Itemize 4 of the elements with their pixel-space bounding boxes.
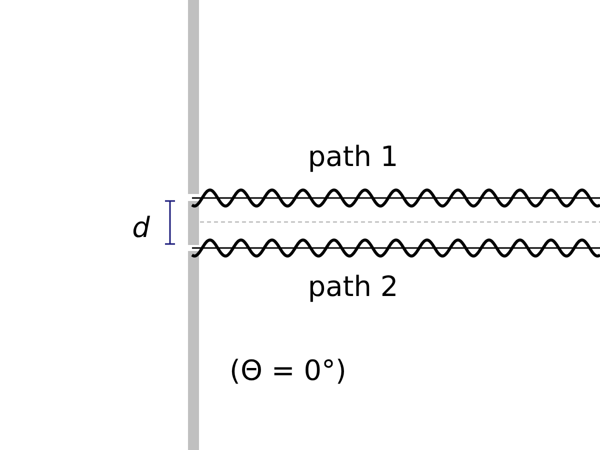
dimension-label: d bbox=[132, 214, 150, 242]
path-label: path 1 bbox=[308, 143, 398, 171]
path-label: path 2 bbox=[308, 273, 398, 301]
angle-label: (Θ = 0°) bbox=[230, 357, 346, 385]
